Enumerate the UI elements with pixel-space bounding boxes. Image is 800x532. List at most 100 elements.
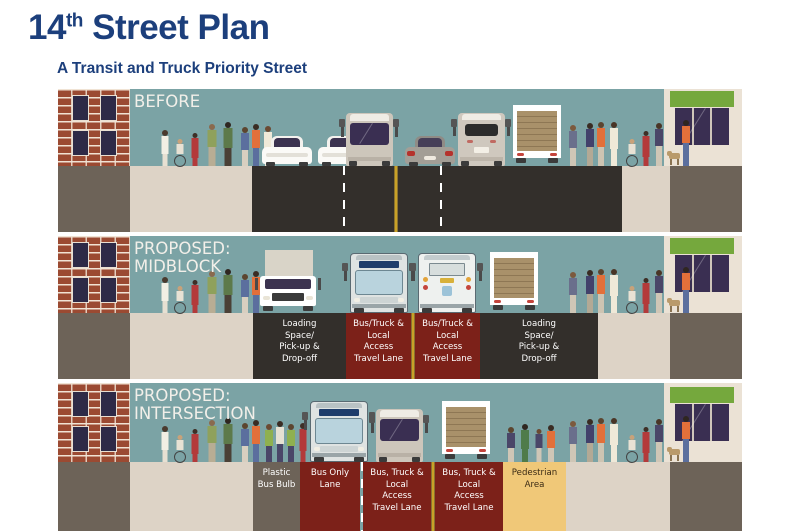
bus-mirror [302,412,308,430]
lane-dash-marking [440,166,442,232]
bus-windshield [350,123,389,145]
lane-bus-truck-2: Bus, Truck & Local Access Travel Lane [435,462,503,531]
box-truck-rear [442,401,490,462]
person-body [191,138,198,158]
truck-headlight [263,296,270,300]
wheelchair [626,449,638,463]
lane-label: Bus, Truck & Local Access Travel Lane [442,468,496,513]
car-wheel [409,162,418,166]
person-head [177,139,182,144]
lane-label: Loading Space/ Pick-up & Drop-off [279,319,320,364]
pedestrian [240,423,250,462]
pedestrian [568,125,578,166]
person-legs [683,143,689,166]
car-wheel [442,162,451,166]
bus-mirror [342,263,348,281]
person-head [161,426,168,432]
pedestrian [206,271,217,313]
bus-taillight [423,285,428,290]
pedestrian [654,270,664,313]
page-title-number: 14 [28,8,66,47]
person-head [288,424,294,430]
storefront-base [670,166,742,232]
person-head [598,418,604,424]
person-body [223,275,232,295]
building-window [72,391,89,417]
storefront-base [670,462,742,531]
person-legs [242,150,248,166]
person-head [643,427,648,432]
bus-windshield [380,419,419,441]
person-body [521,430,529,449]
pedestrian [681,267,691,313]
truck-wheel [263,306,273,311]
car-taillight [407,151,415,156]
person-body [586,129,594,147]
person-head [611,418,617,424]
dog-head [667,447,672,452]
storefront-awning [670,91,734,107]
person-body [642,136,649,157]
person-legs [192,158,197,166]
person-body [176,144,183,154]
person-head [587,123,593,129]
person-legs [242,297,248,313]
person-legs [611,445,617,462]
building-base [58,313,130,379]
bus-wheel [394,308,404,313]
person-legs [570,295,576,313]
person-body [569,131,577,148]
person-body [682,273,690,290]
person-head [161,277,168,283]
pedestrian [681,416,691,462]
person-head [656,270,662,276]
page-subtitle: A Transit and Truck Priority Street [57,60,308,77]
bus-mirror [451,119,457,136]
bus-license-plate [474,147,489,153]
person-legs [598,294,604,313]
person-legs [192,305,197,313]
building-base [58,462,130,531]
person-body [176,291,183,301]
bus-mirror [393,119,399,137]
car-white [262,136,312,166]
person-legs [522,449,528,462]
person-head [536,429,541,434]
person-legs [587,443,593,462]
sidewalk-left [130,462,253,531]
bus-taillight [423,277,428,282]
bus-wheel [494,161,502,166]
car-light [266,153,308,157]
person-legs [683,439,689,462]
pedestrian [596,122,606,166]
person-legs [253,444,259,462]
truck-taillight [479,449,486,452]
person-body [176,440,183,450]
box-truck-front [255,250,321,313]
person-legs [643,453,648,462]
person-legs [208,294,215,313]
wheelchair-wheel [174,155,186,167]
truck-taillight [446,449,453,452]
bus-destination-sign [319,409,359,416]
person-body [223,128,232,148]
car-light [322,153,364,157]
person-body [299,429,306,451]
dog-leg [670,306,672,312]
person-legs [656,293,662,313]
person-body [535,434,542,448]
person-body [586,425,594,443]
lane-pedestrian-area: Pedestrian Area [503,462,566,531]
dog-leg [677,159,679,165]
person-head [253,124,259,130]
dog [667,447,681,462]
person-legs [277,444,283,462]
storefront-awning [670,387,734,403]
person-head [242,423,248,429]
bus-mirror [423,415,429,433]
pedestrian [568,272,578,313]
person-body [191,285,198,305]
person-head [192,133,197,138]
bus-roof [380,410,419,417]
person-body [642,283,649,304]
